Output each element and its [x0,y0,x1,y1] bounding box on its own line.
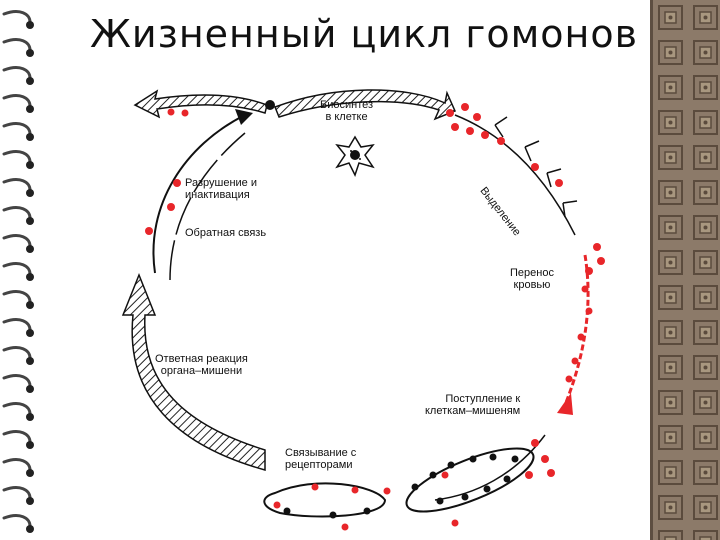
label-entry: Поступление к клеткам–мишеням [425,393,521,417]
hormone-dots [145,103,605,531]
receptor-ring-right [405,447,535,513]
label-transport: Перенос кровью [510,267,554,291]
receptor-dots [283,453,519,519]
hormone-cycle-diagram: Биосинтез в клетке Выделение Перенос кро… [115,75,635,535]
label-degradation: Разрушение и инактивация [185,177,257,201]
label-biosynthesis: Биосинтез в клетке [320,99,374,123]
cell-icon [335,135,375,177]
ornament-pattern [653,0,720,540]
entry-arc [434,434,546,501]
secretion-arc [454,114,576,236]
outflow-arrow [133,89,268,119]
synthesis-arrow [274,89,457,121]
label-binding: Связывание с рецепторами [285,447,357,471]
decorative-panel [650,0,720,540]
spiral-binding [2,10,34,533]
blood-transport-arrow [563,254,590,406]
label-response: Ответная реакция органа–мишени [155,353,248,377]
page-title: Жизненный цикл гомонов [90,12,639,56]
feedback-arc [152,114,246,274]
label-feedback: Обратная связь [185,227,267,239]
cycle-graphic [121,89,605,531]
response-arrow [121,272,266,471]
